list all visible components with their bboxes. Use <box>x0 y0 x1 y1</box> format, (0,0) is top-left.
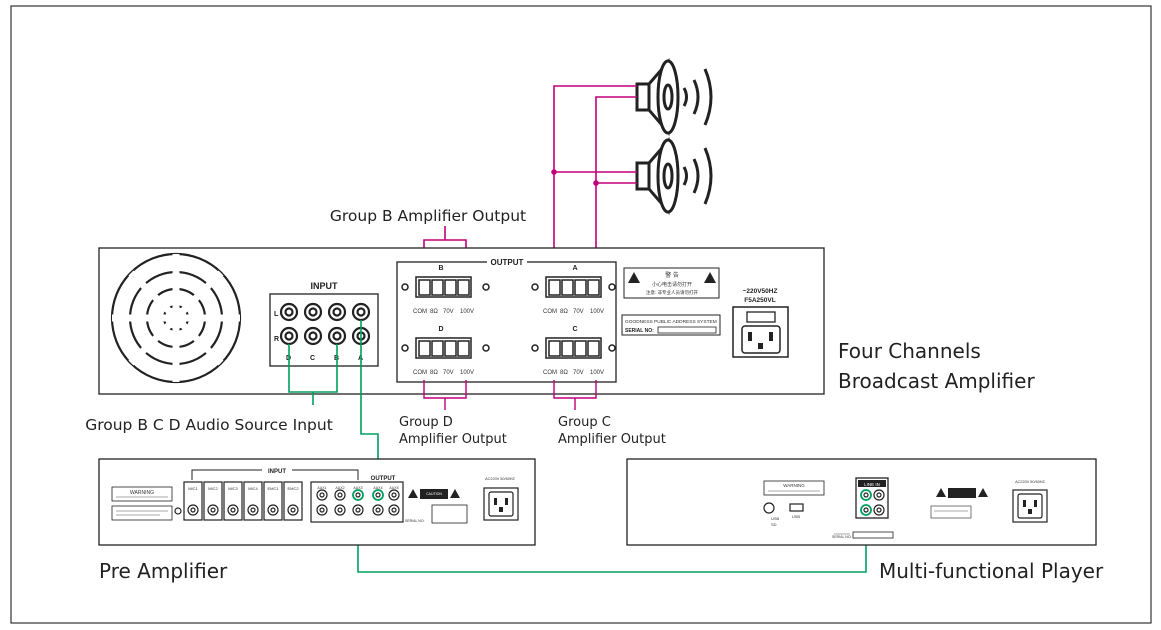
preamp-aux4-label: AUX4 <box>373 486 382 490</box>
preamp-caution-title: CAUTION <box>426 492 442 496</box>
preamp-ground-screw <box>174 507 182 515</box>
preamp-output-jacks <box>310 481 404 523</box>
group-c-label-line2: Amplifier Output <box>558 432 666 447</box>
diagram-frame <box>10 5 1152 624</box>
terminal-block-d <box>401 337 490 359</box>
group-c-label-line1: Group C <box>558 415 611 430</box>
amp-warning-line2: 注意: 非专业人员请勿打开 <box>646 289 698 296</box>
terminal-block-c <box>531 337 616 359</box>
preamp-input-title-bg <box>262 466 292 474</box>
amp-output-block: OUTPUT B COM 8Ω 70V 100V A COM 8Ω 70V 10… <box>396 256 617 383</box>
ch-b-term-70v: 70V <box>443 309 454 315</box>
amp-row-l-label: L <box>274 311 279 318</box>
ch-c-term-com: COM <box>543 370 557 376</box>
preamp-power-socket-icon: AC220V 50/60HZ <box>483 477 519 521</box>
amp-system-name: GOODNESS PUBLIC ADDRESS SYSTEM <box>625 319 717 325</box>
amp-warning-label: 警 告 小心电击请勿打开 注意: 非专业人员请勿打开 <box>623 267 720 299</box>
amp-serial-label: SERIAL NO: <box>625 328 654 334</box>
fan-grille-icon <box>110 252 242 384</box>
speaker-2-icon <box>635 136 713 216</box>
player-usb-label-2: USB <box>792 514 801 519</box>
player-usb-sd: USB SD USB <box>763 502 804 527</box>
ch-d-term-70v: 70V <box>443 370 454 376</box>
ch-c-term-70v: 70V <box>573 370 584 376</box>
ch-a-term-70v: 70V <box>573 309 584 315</box>
group-d-label-line2: Amplifier Output <box>399 432 507 447</box>
amp-warning-title: 警 告 <box>665 271 679 279</box>
pre-amplifier-label: Pre Amplifier <box>99 559 228 583</box>
amp-input-col-c: C <box>310 355 315 362</box>
preamp-mic3-label: MIC3 <box>228 486 238 491</box>
four-channels-label-line2: Broadcast Amplifier <box>838 369 1035 393</box>
amp-power-line1: ~220V50HZ <box>743 288 778 295</box>
multi-functional-player-label: Multi-functional Player <box>879 559 1104 583</box>
player-power-socket-icon: AC220V 50/60HZ <box>1012 480 1048 523</box>
speaker-wires <box>423 85 637 292</box>
preamp-aux2-label: AUX2 <box>335 486 344 490</box>
preamp-emc2-label: EMC2 <box>287 486 299 491</box>
player-sd-label: SD <box>771 522 777 527</box>
channel-b-label: B <box>438 265 443 272</box>
amp-power-socket-icon: ~220V50HZ F5A250VL <box>732 288 789 358</box>
ch-a-term-com: COM <box>543 309 557 315</box>
amp-row-r-label: R <box>274 336 279 343</box>
ch-a-term-100v: 100V <box>590 309 604 315</box>
ch-d-term-com: COM <box>413 370 427 376</box>
preamp-warning-title: WARNING <box>130 490 154 496</box>
player-warning-label: WARNING <box>763 480 825 496</box>
amp-power-line2: F5A250VL <box>744 297 775 304</box>
preamp-aux3-label: AUX3 <box>353 486 362 490</box>
player-line-in: LINE IN <box>855 477 889 519</box>
preamp-serial-label: SERIAL NO: <box>405 519 425 523</box>
amp-input-block: INPUT L R D C B A <box>269 281 379 367</box>
ch-b-term-com: COM <box>413 309 427 315</box>
player-power-label: AC220V 50/60HZ <box>1015 480 1045 484</box>
amp-serial-plate: GOODNESS PUBLIC ADDRESS SYSTEM SERIAL NO… <box>621 314 721 336</box>
group-b-output-label: Group B Amplifier Output <box>330 207 526 225</box>
preamp-aux5-label: AUX5 <box>389 486 398 490</box>
ch-d-term-8ohm: 8Ω <box>430 370 438 376</box>
ch-c-term-100v: 100V <box>590 370 604 376</box>
preamp-input-title: INPUT <box>268 469 286 475</box>
ch-a-term-8ohm: 8Ω <box>560 309 568 315</box>
player-caution-label: SERIAL NO: <box>832 488 988 539</box>
ch-c-term-8ohm: 8Ω <box>560 370 568 376</box>
amp-output-title: OUTPUT <box>491 258 524 267</box>
speaker-1-icon <box>635 57 713 137</box>
player-usb-label-1: USB <box>771 516 780 521</box>
preamp-caution-label: CAUTION SERIAL NO: <box>405 489 468 524</box>
preamp-output-title: OUTPUT <box>371 476 396 482</box>
four-channels-label-line1: Four Channels <box>838 339 981 363</box>
amp-input-title: INPUT <box>311 281 339 291</box>
preamp-power-label: AC220V 50/60HZ <box>485 477 515 481</box>
output-brackets <box>423 380 597 410</box>
player-serial-label: SERIAL NO: <box>832 535 852 539</box>
preamp-mic-jacks <box>183 481 303 521</box>
channel-a-label: A <box>572 265 577 272</box>
player-line-in-label: LINE IN <box>864 482 880 487</box>
ch-d-term-100v: 100V <box>460 370 474 376</box>
preamp-emc1-label: EMC1 <box>267 486 279 491</box>
preamp-aux1-label: AUX1 <box>317 486 326 490</box>
ch-b-term-8ohm: 8Ω <box>430 309 438 315</box>
channel-d-label: D <box>438 326 443 333</box>
group-d-label-line1: Group D <box>399 415 453 430</box>
channel-c-label: C <box>572 326 577 333</box>
preamp-mic1-label: MIC1 <box>188 486 198 491</box>
amp-warning-line1: 小心电击请勿打开 <box>652 281 692 288</box>
terminal-block-a <box>531 276 616 298</box>
ch-b-term-100v: 100V <box>460 309 474 315</box>
preamp-warning-labels: WARNING <box>111 486 173 521</box>
preamp-mic2-label: MIC2 <box>208 486 218 491</box>
group-bcd-input-label: Group B C D Audio Source Input <box>85 416 333 434</box>
player-warning-title: WARNING <box>783 483 805 488</box>
preamp-mic4-label: MIC4 <box>248 486 258 491</box>
terminal-block-b <box>401 276 490 298</box>
